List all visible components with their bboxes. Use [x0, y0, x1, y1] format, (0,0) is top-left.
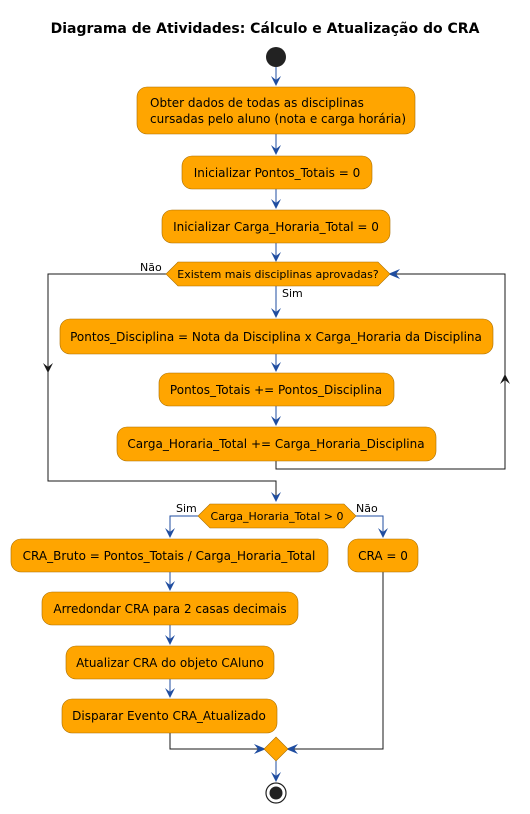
activity-soma-carga-label: Carga_Horaria_Total += Carga_Horaria_Dis… — [127, 437, 424, 451]
activity-cra-bruto-label: CRA_Bruto = Pontos_Totais / Carga_Horari… — [23, 549, 316, 563]
arrowhead — [165, 581, 175, 591]
activity-arredondar: Arredondar CRA para 2 casas decimais — [41, 591, 299, 626]
activity-atualizar-label: Atualizar CRA do objeto CAluno — [76, 656, 264, 670]
arrowhead — [43, 363, 53, 373]
activity-atualizar: Atualizar CRA do objeto CAluno — [65, 645, 275, 680]
activity-soma-carga: Carga_Horaria_Total += Carga_Horaria_Dis… — [116, 426, 437, 462]
activity-obter-dados: Obter dados de todas as disciplinas curs… — [136, 86, 416, 135]
decision-loop-label: Existem mais disciplinas aprovadas? — [177, 268, 379, 281]
arrowhead — [165, 528, 175, 538]
edge-loop-back — [275, 273, 506, 470]
activity-disparar-label: Disparar Evento CRA_Atualizado — [72, 709, 266, 723]
diagram-title: Diagrama de Atividades: Cálculo e Atuali… — [51, 21, 480, 37]
decision-carga — [197, 503, 357, 529]
activity-obter-dados-line1: Obter dados de todas as disciplinas — [150, 96, 364, 110]
activity-init-pontos-label: Inicializar Pontos_Totais = 0 — [194, 166, 360, 180]
decision-carga-yes-label: Sim — [176, 502, 197, 515]
arrowhead — [271, 252, 281, 262]
arrowhead — [165, 635, 175, 645]
arrowhead — [271, 199, 281, 209]
arrowhead — [254, 744, 266, 754]
activity-calc-pontos-disciplina-label: Pontos_Disciplina = Nota da Disciplina x… — [70, 330, 482, 344]
decision-carga-label: Carga_Horaria_Total > 0 — [211, 510, 344, 523]
activity-cra-zero: CRA = 0 — [347, 538, 419, 573]
activity-init-carga-label: Inicializar Carga_Horaria_Total = 0 — [173, 220, 379, 234]
decision-loop-no-label: Não — [140, 261, 162, 274]
merge-node — [263, 736, 289, 762]
arrowhead — [388, 269, 400, 279]
activity-arredondar-label: Arredondar CRA para 2 casas decimais — [53, 602, 286, 616]
activity-soma-pontos: Pontos_Totais += Pontos_Disciplina — [158, 372, 395, 407]
arrowhead — [271, 145, 281, 155]
arrowhead — [271, 308, 281, 318]
arrowhead — [271, 76, 281, 86]
arrowhead — [165, 688, 175, 698]
decision-carga-no-label: Não — [356, 502, 378, 515]
activity-cra-bruto: CRA_Bruto = Pontos_Totais / Carga_Horari… — [10, 538, 329, 573]
arrowhead — [271, 362, 281, 372]
edge-disparar-merge — [169, 733, 264, 750]
edge-carga-sim — [169, 515, 198, 536]
activity-disparar: Disparar Evento CRA_Atualizado — [61, 698, 278, 734]
activity-calc-pontos-disciplina: Pontos_Disciplina = Nota da Disciplina x… — [59, 318, 494, 355]
edges — [43, 67, 510, 782]
arrowhead — [271, 416, 281, 426]
arrowhead — [271, 772, 281, 782]
activity-cra-zero-label: CRA = 0 — [358, 549, 408, 563]
decision-loop — [165, 261, 391, 287]
activity-soma-pontos-label: Pontos_Totais += Pontos_Disciplina — [170, 383, 382, 397]
end-node-inner — [269, 786, 283, 800]
arrowhead — [500, 374, 510, 384]
edge-crazero-merge — [288, 572, 384, 750]
arrowhead — [378, 528, 388, 538]
arrowhead — [286, 744, 298, 754]
activity-obter-dados-line2: cursadas pelo aluno (nota e carga horári… — [150, 112, 406, 126]
decision-loop-yes-label: Sim — [282, 287, 303, 300]
edge-carga-nao — [356, 515, 384, 536]
arrowhead — [271, 492, 281, 502]
start-node — [266, 47, 286, 67]
activity-init-pontos: Inicializar Pontos_Totais = 0 — [181, 155, 373, 190]
activity-init-carga: Inicializar Carga_Horaria_Total = 0 — [161, 209, 391, 244]
edge-loop-exit — [47, 273, 277, 500]
